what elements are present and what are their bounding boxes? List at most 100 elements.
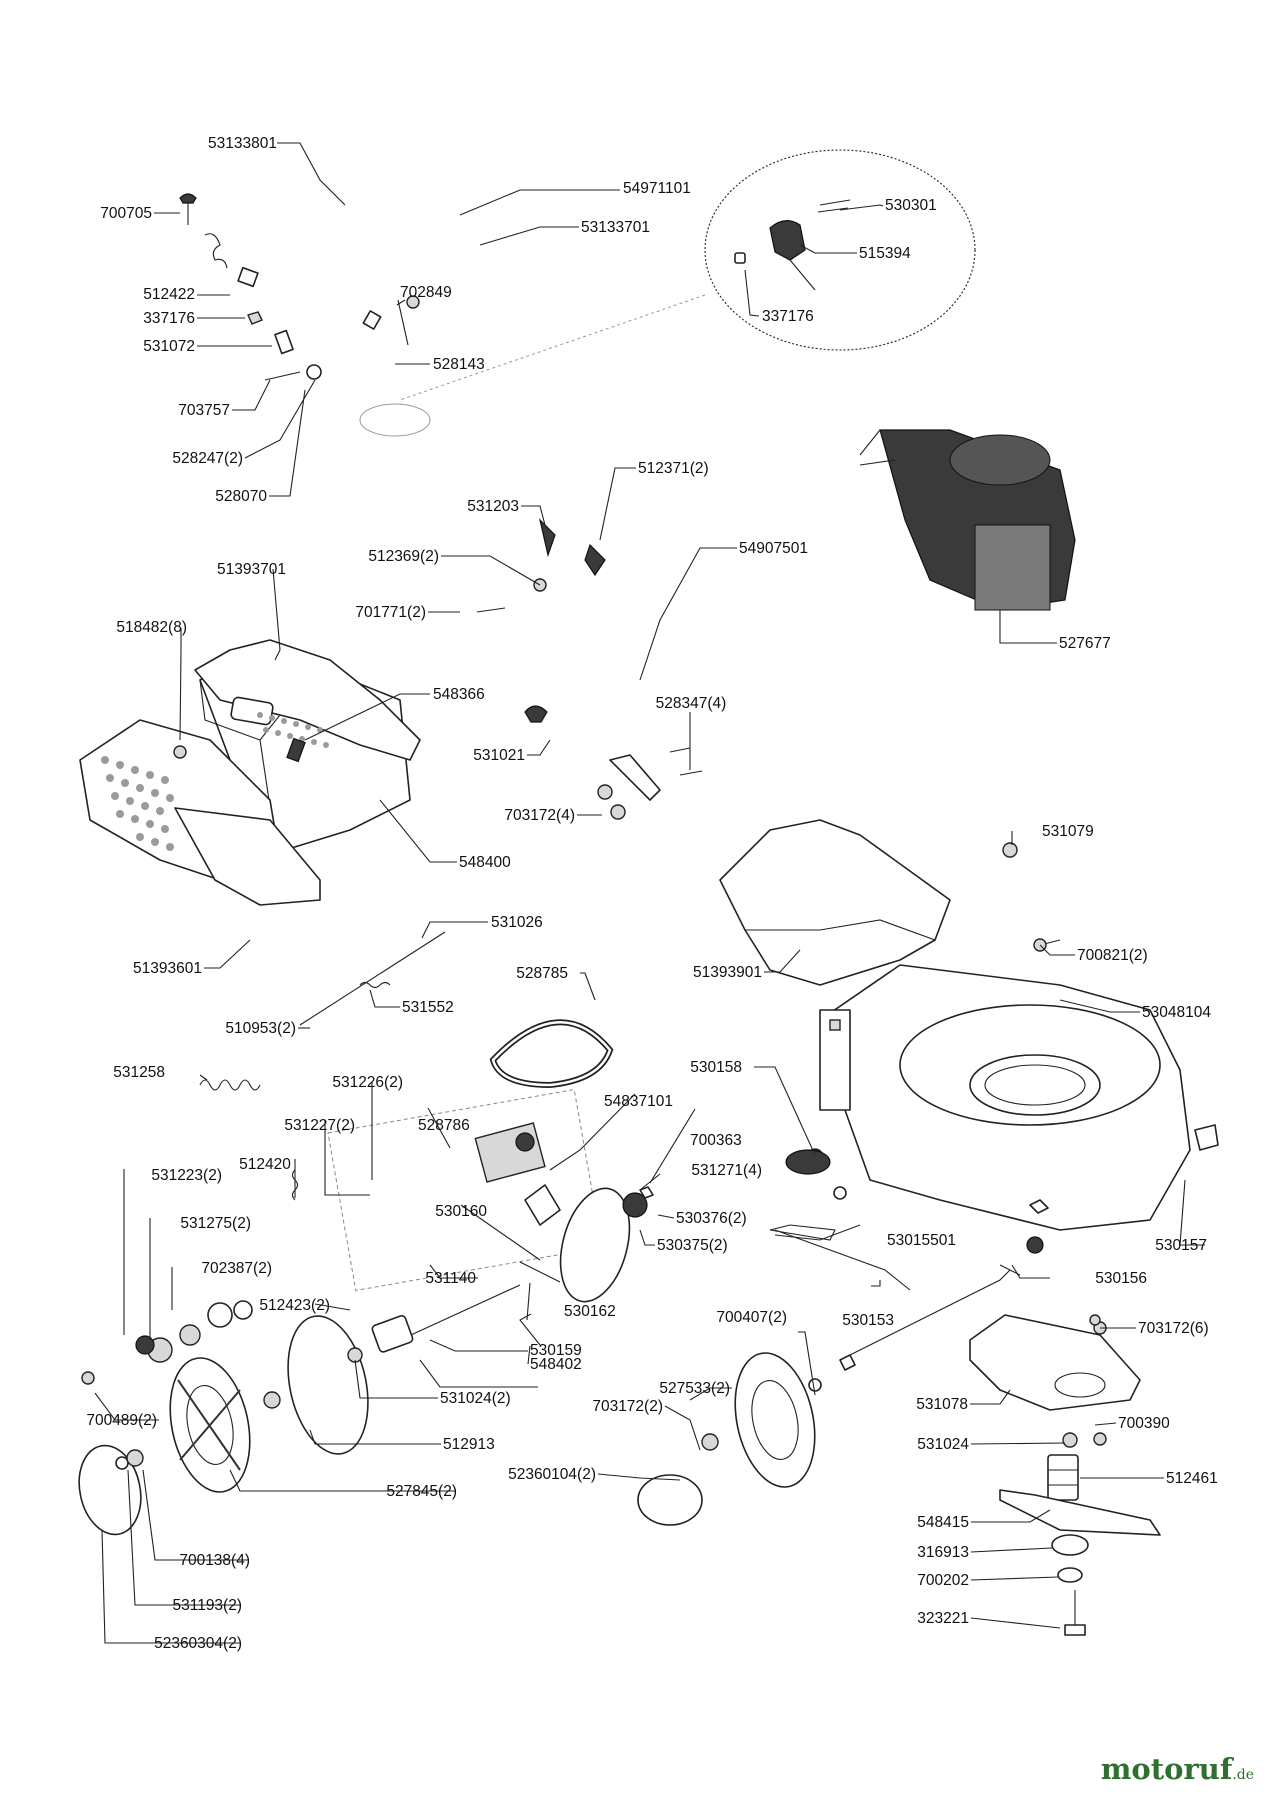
part-label: 700363 [690, 1132, 742, 1149]
part-label: 337176 [143, 310, 195, 327]
rear-deflector [719, 819, 951, 986]
part-label: 512423(2) [259, 1297, 330, 1314]
watermark-brand: motoruf [1100, 1752, 1233, 1786]
part-label: 337176 [762, 308, 814, 325]
part-label: 531275(2) [180, 1215, 251, 1232]
watermark-logo: motoruf.de [1101, 1752, 1254, 1786]
part-label: 548415 [917, 1514, 969, 1531]
engine [859, 429, 1076, 611]
part-label: 316913 [917, 1544, 969, 1561]
part-label: 531223(2) [151, 1167, 222, 1184]
part-label: 531078 [916, 1396, 968, 1413]
part-label: 527677 [1059, 635, 1111, 652]
part-label: 548366 [433, 686, 485, 703]
part-label: 548400 [459, 854, 511, 871]
drive-pulley [559, 1187, 631, 1303]
part-label: 527533(2) [659, 1380, 730, 1397]
part-label: 530157 [1155, 1237, 1207, 1254]
part-label: 531193(2) [172, 1597, 242, 1614]
throttle-lever [734, 199, 851, 291]
part-label: 531552 [402, 999, 454, 1016]
part-label: 323221 [917, 1610, 969, 1627]
part-label: 530376(2) [676, 1210, 747, 1227]
part-label: 530159 [530, 1342, 582, 1359]
part-label: 53133801 [208, 135, 277, 152]
part-label: 531026 [491, 914, 543, 931]
part-label: 515394 [859, 245, 911, 262]
part-label: 703172(6) [1138, 1320, 1209, 1337]
part-label: 530160 [435, 1203, 487, 1220]
spring [199, 1079, 261, 1091]
part-label: 702387(2) [201, 1260, 272, 1277]
part-label: 530375(2) [657, 1237, 728, 1254]
part-label: 700705 [100, 205, 152, 222]
part-label: 700407(2) [716, 1309, 787, 1326]
part-label: 531226(2) [332, 1074, 403, 1091]
part-label: 703172(4) [504, 807, 575, 824]
part-label: 52360304(2) [154, 1635, 242, 1652]
part-label: 512371(2) [638, 460, 709, 477]
part-label: 528247(2) [172, 450, 243, 467]
part-label: 530153 [842, 1312, 894, 1329]
handle-hardware [179, 193, 420, 381]
part-label: 51393601 [133, 960, 202, 977]
part-label: 527845(2) [386, 1483, 457, 1500]
part-label: 51393701 [217, 561, 286, 578]
part-labels: 53133801 700705 54971101 53133701 530301… [86, 135, 1217, 1652]
part-label: 531258 [113, 1064, 165, 1081]
drive-bail [273, 137, 442, 205]
leader-lines [94, 142, 1205, 1644]
part-label: 52360104(2) [508, 1466, 596, 1483]
part-label: 531140 [425, 1270, 476, 1287]
part-label: 531271(4) [691, 1162, 762, 1179]
lower-handle [476, 517, 788, 820]
part-label: 53133701 [581, 219, 650, 236]
part-label: 528785 [516, 965, 568, 982]
part-label: 510953(2) [225, 1020, 296, 1037]
mower-deck [819, 964, 1191, 1231]
grass-catcher-top [194, 639, 421, 761]
part-label: 518482(8) [116, 619, 187, 636]
part-label: 512369(2) [368, 548, 439, 565]
part-label: 703757 [178, 402, 230, 419]
part-label: 700202 [917, 1572, 969, 1589]
part-label: 528143 [433, 356, 485, 373]
part-label: 531072 [143, 338, 195, 355]
grass-catcher-bag [79, 719, 321, 906]
part-label: 531024 [917, 1436, 969, 1453]
part-label: 530301 [885, 197, 937, 214]
part-label: 701771(2) [355, 604, 426, 621]
part-label: 531227(2) [284, 1117, 355, 1134]
gearbox [327, 1088, 603, 1292]
part-label: 54971101 [623, 180, 691, 197]
part-label: 700138(4) [179, 1552, 250, 1569]
part-label: 531079 [1042, 823, 1094, 840]
part-label: 54837101 [604, 1093, 673, 1110]
part-label: 700489(2) [86, 1412, 157, 1429]
part-label: 530162 [564, 1303, 616, 1320]
part-label: 531021 [473, 747, 525, 764]
part-label: 703172(2) [592, 1398, 663, 1415]
part-label: 548402 [530, 1356, 582, 1373]
part-label: 702849 [400, 284, 452, 301]
part-label: 530158 [690, 1059, 742, 1076]
part-label: 512422 [143, 286, 195, 303]
part-label: 528786 [418, 1117, 470, 1134]
part-label: 530156 [1095, 1270, 1147, 1287]
part-label: 512420 [239, 1156, 291, 1173]
cutting-blade [999, 1489, 1161, 1536]
part-label: 53015501 [887, 1232, 956, 1249]
part-label: 528347(4) [656, 695, 727, 712]
illustrations [78, 137, 1219, 1636]
part-label: 54907501 [739, 540, 808, 557]
part-label: 700821(2) [1077, 947, 1148, 964]
part-label: 51393901 [693, 964, 762, 981]
part-label: 512461 [1166, 1470, 1218, 1487]
part-label: 531024(2) [440, 1390, 511, 1407]
watermark-tld: .de [1232, 1767, 1254, 1783]
part-label: 528070 [215, 488, 267, 505]
part-label: 531203 [467, 498, 519, 515]
upper-handle [294, 206, 578, 442]
part-label: 512913 [443, 1436, 495, 1453]
